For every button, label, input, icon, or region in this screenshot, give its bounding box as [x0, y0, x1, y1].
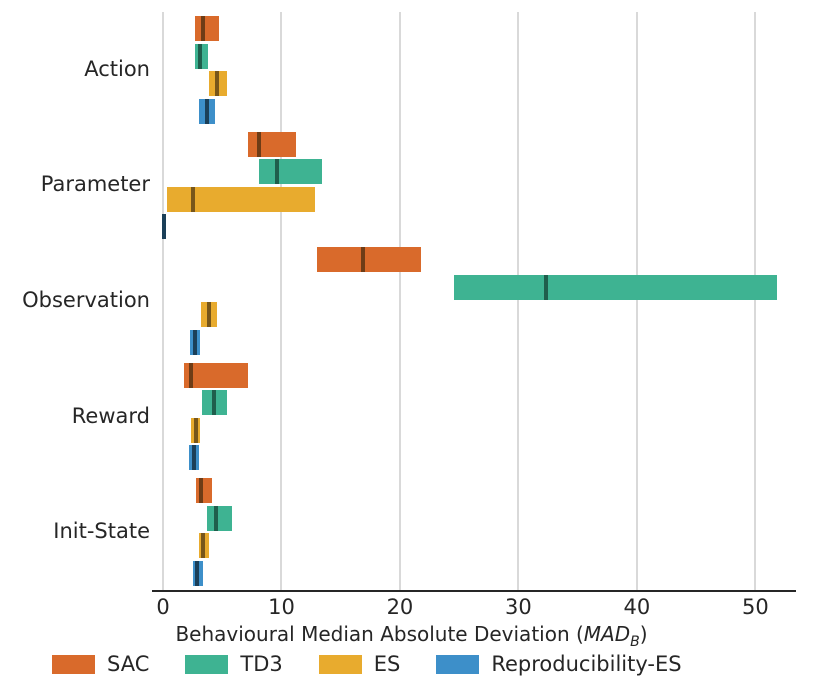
- x-tick-label-0: 0: [156, 595, 170, 619]
- legend-label: Reproducibility-ES: [491, 652, 682, 676]
- legend-label: TD3: [240, 652, 283, 676]
- gridline-x-50: [754, 12, 757, 590]
- bar-action-sac: [194, 16, 219, 42]
- median-marker-action-sac: [201, 16, 206, 42]
- median-marker-parameter-reproducibility-es: [161, 214, 166, 240]
- median-marker-parameter-td3: [274, 159, 279, 185]
- chart-legend: SAC TD3 ES Reproducibility-ES: [52, 652, 718, 676]
- x-tick-label-30: 30: [505, 595, 532, 619]
- median-marker-reward-es: [194, 417, 199, 443]
- median-marker-reward-sac: [189, 362, 194, 388]
- bar-parameter-es: [166, 186, 315, 212]
- gridline-x-10: [280, 12, 283, 590]
- gridline-x-40: [635, 12, 638, 590]
- x-tick-label-40: 40: [623, 595, 651, 619]
- y-axis-label-observation: Observation: [22, 288, 150, 312]
- x-axis-title-italic: MAD: [583, 622, 631, 646]
- legend-swatch-icon: [436, 654, 480, 674]
- gridline-x-20: [398, 12, 401, 590]
- legend-item-sac[interactable]: SAC: [52, 652, 149, 676]
- y-axis-label-reward: Reward: [71, 403, 150, 428]
- median-marker-parameter-es: [190, 186, 195, 212]
- bar-observation-sac: [317, 247, 422, 273]
- median-marker-init-state-reproducibility-es: [195, 560, 200, 586]
- median-marker-observation-reproducibility-es: [192, 329, 197, 355]
- median-marker-parameter-sac: [256, 131, 261, 157]
- median-marker-init-state-sac: [198, 478, 203, 504]
- median-marker-reward-reproducibility-es: [191, 445, 196, 471]
- legend-swatch-icon: [52, 654, 95, 674]
- legend-item-td3[interactable]: TD3: [185, 652, 283, 676]
- y-axis-label-parameter: Parameter: [40, 172, 150, 197]
- median-marker-observation-sac: [361, 247, 366, 273]
- median-marker-init-state-es: [201, 533, 206, 559]
- y-axis-label-init-state: Init-State: [53, 519, 150, 544]
- legend-label: ES: [373, 652, 401, 676]
- gridline-x-30: [517, 12, 520, 590]
- legend-item-es[interactable]: ES: [318, 652, 401, 676]
- gridline-x-0: [162, 12, 164, 590]
- x-axis-tick-labels: 0 10 20 30 40 50: [156, 595, 785, 627]
- x-axis-title-text: Behavioural Median Absolute Deviation (: [175, 622, 584, 646]
- x-tick-label-50: 50: [742, 595, 769, 619]
- bar-init-state-td3: [206, 505, 232, 531]
- median-marker-observation-td3: [543, 274, 548, 300]
- plot-area: [161, 12, 785, 590]
- bar-parameter-sac: [248, 131, 296, 157]
- x-tick-label-20: 20: [386, 595, 414, 619]
- x-axis-title-subscript: B: [630, 634, 640, 650]
- median-marker-observation-es: [207, 302, 212, 328]
- median-marker-init-state-td3: [214, 505, 219, 531]
- median-marker-action-reproducibility-es: [204, 98, 209, 124]
- median-marker-action-td3: [197, 43, 202, 69]
- bar-reward-sac: [184, 362, 249, 388]
- y-axis-label-action: Action: [84, 56, 150, 81]
- x-axis-title: Behavioural Median Absolute Deviation (M…: [0, 622, 823, 650]
- legend-label: SAC: [107, 652, 150, 676]
- median-marker-action-es: [215, 71, 220, 97]
- x-axis-spine: [152, 590, 796, 592]
- median-marker-reward-td3: [211, 390, 216, 416]
- x-tick-label-10: 10: [268, 595, 295, 619]
- legend-swatch-icon: [318, 654, 362, 674]
- x-axis-title-close: ): [639, 622, 648, 646]
- legend-item-reproducibility-es[interactable]: Reproducibility-ES: [436, 652, 682, 676]
- legend-swatch-icon: [185, 654, 229, 674]
- bar-parameter-td3: [258, 159, 322, 185]
- bar-observation-td3: [454, 274, 777, 300]
